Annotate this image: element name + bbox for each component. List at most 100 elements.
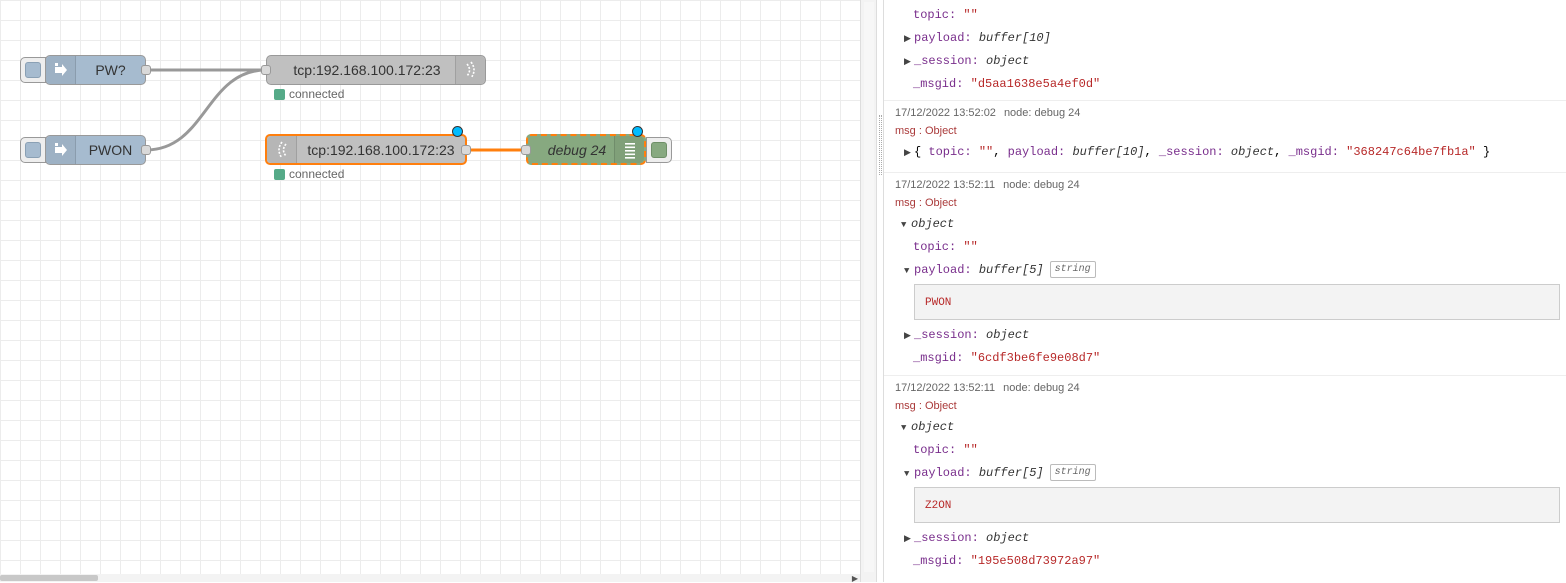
- inject-node-label: PWON: [88, 142, 133, 158]
- property-key: payload:: [1007, 145, 1066, 159]
- message-type: msg : Object: [895, 400, 957, 412]
- property-row: _msgid: "6cdf3be6fe9e08d7": [895, 347, 1566, 370]
- expand-arrow-icon[interactable]: ▶: [904, 148, 911, 158]
- property-key: _msgid:: [1288, 145, 1339, 159]
- debug-node-label: debug 24: [547, 141, 607, 158]
- summary-brace: }: [1475, 145, 1491, 159]
- property-value: "": [963, 443, 978, 457]
- property-key: topic:: [913, 443, 957, 457]
- property-row-expandable[interactable]: ▶payload: buffer[10]: [895, 27, 1566, 50]
- wire-pwon-to-tcp[interactable]: [145, 68, 267, 152]
- property-type: object: [986, 54, 1030, 68]
- wires-layer: [145, 68, 526, 152]
- property-key: _msgid:: [913, 77, 964, 91]
- format-toggle-button[interactable]: string: [1049, 464, 1096, 482]
- status-dot-icon: [274, 168, 285, 180]
- changed-indicator-icon: [452, 126, 463, 137]
- property-type: buffer[10]: [978, 31, 1051, 45]
- debug-message-partial: topic: "" ▶payload: buffer[10] ▶_session…: [884, 0, 1566, 101]
- object-row[interactable]: ▼ object: [895, 416, 1566, 439]
- collapse-arrow-icon[interactable]: ▼: [901, 423, 907, 433]
- payload-value-box: PWON: [914, 284, 1560, 320]
- property-row: topic: "": [895, 439, 1566, 462]
- inject-arrow-icon: [46, 136, 76, 164]
- vertical-scrollbar[interactable]: [860, 0, 876, 582]
- message-node-link[interactable]: node: debug 24: [1003, 179, 1080, 191]
- property-row-expandable[interactable]: ▶_session: object: [895, 527, 1566, 550]
- horizontal-scrollbar[interactable]: ▶: [0, 574, 860, 583]
- expand-arrow-icon[interactable]: ▶: [904, 34, 911, 44]
- property-key: _session:: [914, 328, 979, 342]
- output-port[interactable]: [461, 145, 471, 155]
- property-type: buffer[10]: [1072, 145, 1145, 159]
- property-row-expandable[interactable]: ▶_session: object: [895, 50, 1566, 73]
- output-port[interactable]: [141, 65, 151, 75]
- object-label: object: [911, 217, 955, 231]
- inject-button-pwon[interactable]: [20, 137, 46, 163]
- debug-node[interactable]: debug 24: [526, 134, 646, 165]
- scroll-right-arrow-icon[interactable]: ▶: [851, 574, 858, 583]
- message-node-link[interactable]: node: debug 24: [1003, 107, 1081, 119]
- status-dot-icon: [274, 88, 285, 100]
- sidebar-splitter[interactable]: [876, 0, 884, 582]
- status-text: connected: [289, 87, 345, 101]
- property-row-expandable[interactable]: ▶_session: object: [895, 324, 1566, 347]
- splitter-grip-icon[interactable]: [879, 115, 882, 175]
- property-key: payload:: [914, 263, 972, 277]
- property-value: "": [963, 8, 978, 22]
- format-toggle-button[interactable]: string: [1049, 261, 1096, 279]
- tcp-request-node[interactable]: tcp:192.168.100.172:23: [266, 55, 486, 85]
- expand-arrow-icon[interactable]: ▶: [904, 57, 911, 67]
- property-key: topic:: [913, 240, 957, 254]
- property-value: "d5aa1638e5a4ef0d": [970, 77, 1101, 91]
- message-meta: 17/12/2022 13:52:11 node: debug 24: [895, 173, 1566, 193]
- property-value: "": [978, 145, 994, 159]
- property-key: _session:: [1158, 145, 1224, 159]
- tcp-in-status: connected: [274, 167, 344, 181]
- output-port[interactable]: [141, 145, 151, 155]
- flow-workspace[interactable]: PW? PWON tcp:192.168.100.172:23 connecte…: [0, 0, 860, 574]
- input-port[interactable]: [261, 65, 271, 75]
- property-key: _session:: [914, 54, 979, 68]
- debug-sidebar: topic: "" ▶payload: buffer[10] ▶_session…: [884, 0, 1566, 582]
- inject-arrow-icon: [46, 56, 76, 84]
- property-type: object: [986, 328, 1030, 342]
- message-type: msg : Object: [895, 125, 957, 137]
- collapse-arrow-icon[interactable]: ▼: [904, 266, 910, 276]
- property-row-expandable[interactable]: ▼payload: buffer[5]string: [895, 462, 1566, 485]
- inject-button-inner: [25, 62, 41, 78]
- inject-node-pw[interactable]: PW?: [45, 55, 146, 85]
- scrollbar-thumb[interactable]: [0, 575, 98, 581]
- tcp-in-label: tcp:192.168.100.172:23: [307, 141, 455, 158]
- inject-node-label: PW?: [95, 62, 126, 78]
- property-row-expandable[interactable]: ▼ payload: buffer[5] string: [895, 259, 1566, 282]
- property-value: "6cdf3be6fe9e08d7": [970, 351, 1101, 365]
- message-timestamp: 17/12/2022 13:52:11: [895, 179, 996, 191]
- scrollbar-thumb[interactable]: [864, 2, 874, 572]
- debug-list-icon: [614, 136, 644, 163]
- expand-arrow-icon[interactable]: ▶: [904, 534, 911, 544]
- object-row[interactable]: ▼ object: [895, 213, 1566, 236]
- inject-button-pw[interactable]: [20, 57, 46, 83]
- changed-indicator-icon: [632, 126, 643, 137]
- collapse-arrow-icon[interactable]: ▼: [904, 469, 910, 479]
- expand-arrow-icon[interactable]: ▶: [904, 331, 911, 341]
- status-text: connected: [289, 167, 345, 181]
- collapse-arrow-icon[interactable]: ▼: [901, 220, 907, 230]
- message-node-link[interactable]: node: debug 24: [1003, 382, 1080, 394]
- message-summary[interactable]: ▶{ topic: "", payload: buffer[10], _sess…: [895, 141, 1566, 164]
- tcp-in-node[interactable]: tcp:192.168.100.172:23: [265, 134, 467, 165]
- input-port[interactable]: [521, 145, 531, 155]
- property-value: "195e508d73972a97": [970, 554, 1101, 568]
- debug-toggle-button[interactable]: [646, 137, 672, 163]
- property-type: buffer[5]: [978, 263, 1044, 277]
- tcp-request-label: tcp:192.168.100.172:23: [293, 62, 441, 78]
- tcp-wave-icon: [455, 56, 485, 84]
- inject-node-pwon[interactable]: PWON: [45, 135, 146, 165]
- object-label: object: [911, 420, 955, 434]
